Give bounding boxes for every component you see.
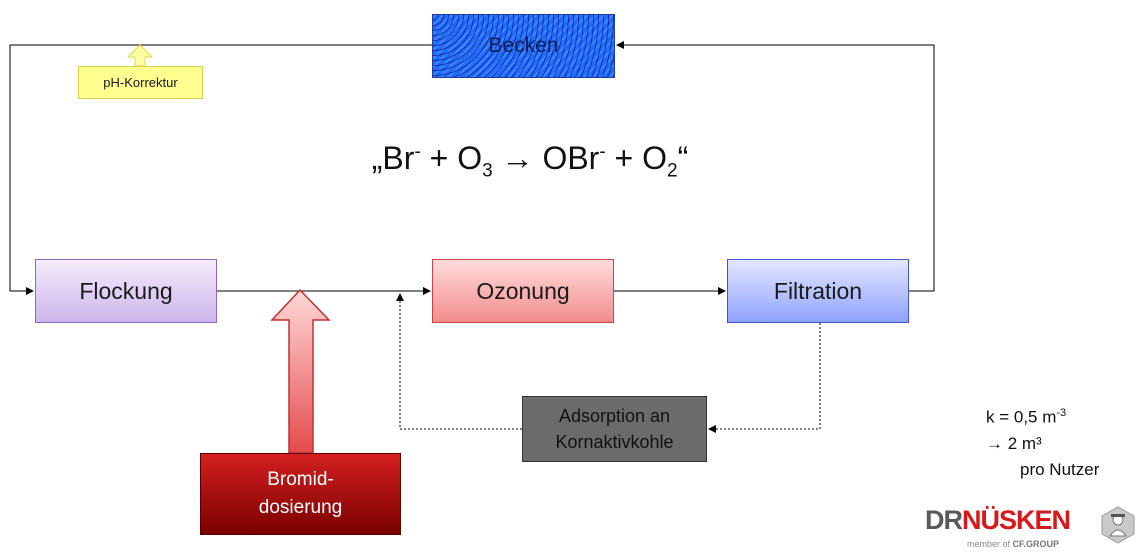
formula-part: “ (677, 140, 689, 176)
formula-subscript: 2 (667, 160, 678, 182)
bromid-line-2: dosierung (258, 497, 343, 518)
recirculation-line (9, 44, 432, 295)
per-user-text: pro Nutzer (1020, 459, 1100, 479)
k-value: k = 0,5 m-3 (986, 400, 1099, 431)
formula-part: → OBr (492, 140, 600, 176)
reaction-formula: „Br- + O3 → OBr- + O2“ (300, 140, 760, 182)
formula-part: „Br (371, 140, 415, 176)
logo-name: NÜSKEN (962, 505, 1071, 535)
logo-member: member of CF.GROUP (967, 539, 1059, 549)
formula-part: + O (605, 140, 668, 176)
flockung-box: Flockung (35, 259, 217, 323)
bromid-line-1: Bromid- (267, 469, 334, 490)
bypass-line (708, 323, 821, 433)
formula-subscript: 3 (482, 160, 493, 182)
adsorption-line-1: Adsorption an (558, 406, 671, 426)
filtration-box: Filtration (727, 259, 909, 323)
adsorption-return-line (396, 293, 522, 430)
volume-value: → 2 m³ (986, 433, 1042, 453)
adsorption-line-2: Kornaktivkohle (555, 432, 674, 452)
ph-korrektur-box: pH-Korrektur (78, 66, 203, 99)
ozonung-box: Ozonung (432, 259, 614, 323)
capacity-note: k = 0,5 m-3 → 2 m³ pro Nutzer (986, 400, 1099, 483)
chimney-sweep-icon (1101, 506, 1135, 544)
k-exponent: -3 (1056, 407, 1067, 419)
logo-group-text: CF.GROUP (1012, 539, 1060, 549)
k-value-text: k = 0,5 m (986, 407, 1057, 427)
ph-korrektur-label: pH-Korrektur (103, 75, 178, 90)
bromid-arrow (270, 288, 331, 454)
bromid-box: Bromid- dosierung (200, 453, 401, 535)
formula-part: + O (420, 140, 483, 176)
becken-box: Becken (432, 14, 615, 78)
company-logo: DRNÜSKEN member of CF.GROUP (925, 505, 1135, 553)
logo-member-text: member of (967, 539, 1013, 549)
filtration-label: Filtration (773, 277, 863, 304)
becken-label: Becken (488, 34, 559, 57)
logo-dr: DR (925, 505, 963, 535)
ozonung-label: Ozonung (476, 277, 570, 304)
flockung-label: Flockung (79, 277, 173, 304)
ph-arrow (126, 44, 154, 67)
formula-superscript: - (414, 141, 421, 163)
logo-wordmark: DRNÜSKEN (925, 505, 1071, 536)
adsorption-box: Adsorption an Kornaktivkohle (522, 396, 707, 462)
formula-superscript: - (599, 141, 606, 163)
return-line (616, 41, 935, 292)
